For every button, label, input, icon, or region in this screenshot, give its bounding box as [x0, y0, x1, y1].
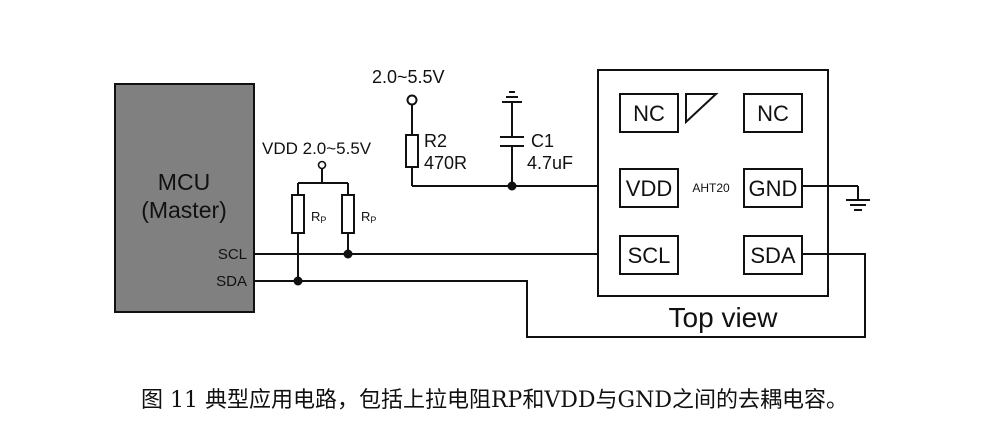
rp-resistor-2: [341, 194, 355, 234]
pin-gnd-label: GND: [749, 176, 798, 201]
junction-c1: [507, 181, 517, 191]
supply-terminal-icon: [406, 94, 418, 106]
rp2-label: RP: [361, 209, 376, 225]
r2-resistor: [405, 134, 419, 168]
vdd-terminal-icon: [317, 160, 327, 170]
schematic: MCU (Master) SCL SDA VDD 2.0~5.5V RP RP …: [114, 67, 870, 338]
sda-line: [254, 253, 866, 338]
junction-scl: [343, 249, 353, 259]
pin-nc-left: [619, 93, 679, 133]
figure-caption: 图 11 典型应用电路，包括上拉电阻RP和VDD与GND之间的去耦电容。: [141, 388, 848, 413]
r2-name-label: R2: [424, 131, 447, 151]
pin-scl-label: SCL: [628, 243, 671, 268]
pin-gnd: [743, 168, 803, 208]
r2-value-label: 470R: [424, 153, 467, 173]
pin1-marker-icon: [685, 93, 719, 125]
mcu-role-label: (Master): [141, 197, 227, 223]
mcu-scl-pin-label: SCL: [218, 246, 247, 263]
pin-sda-label: SDA: [750, 243, 796, 268]
mcu-sda-pin-label: SDA: [216, 273, 247, 290]
pin-nc-right-label: NC: [757, 101, 789, 126]
pullup-vdd-label: VDD 2.0~5.5V: [262, 139, 372, 158]
pin-vdd: [619, 168, 679, 208]
rp-resistor-1: [291, 194, 305, 234]
rp1-label: RP: [311, 209, 326, 225]
pin-vdd-label: VDD: [626, 176, 672, 201]
pin-nc-left-label: NC: [633, 101, 665, 126]
mcu-block: [114, 83, 255, 313]
mcu-label: MCU: [158, 169, 210, 195]
junction-sda: [293, 276, 303, 286]
c1-name-label: C1: [531, 131, 554, 151]
pin-nc-right: [743, 93, 803, 133]
c1-value-label: 4.7uF: [527, 153, 573, 173]
aht20-package: [597, 69, 829, 297]
pin-scl: [619, 235, 679, 275]
supply-voltage-label: 2.0~5.5V: [372, 67, 445, 87]
top-view-label: Top view: [669, 302, 779, 333]
part-number-label: AHT20: [692, 181, 730, 195]
